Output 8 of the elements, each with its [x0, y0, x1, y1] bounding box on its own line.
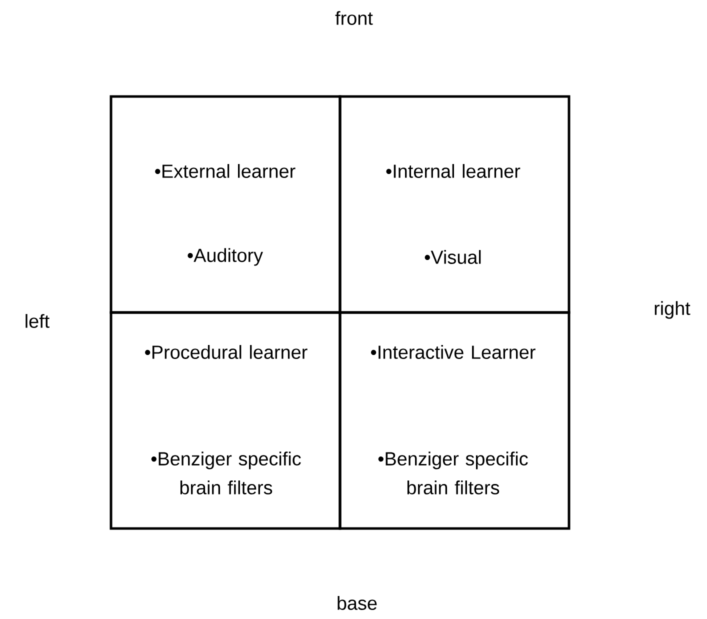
- side-label: right: [654, 301, 690, 319]
- quadrant-box: •External learner •Auditory: [110, 95, 342, 314]
- side-label: base: [338, 596, 377, 610]
- quadrant-box: •Procedural learner •Benziger specific brain filters: [110, 311, 342, 530]
- side-label: front: [335, 11, 373, 25]
- quadrant-box: •Internal learner •Visual: [338, 95, 570, 314]
- side-label: left: [26, 314, 50, 328]
- quadrant-box: •Interactive Learner •Benziger specific brain filters: [338, 311, 570, 530]
